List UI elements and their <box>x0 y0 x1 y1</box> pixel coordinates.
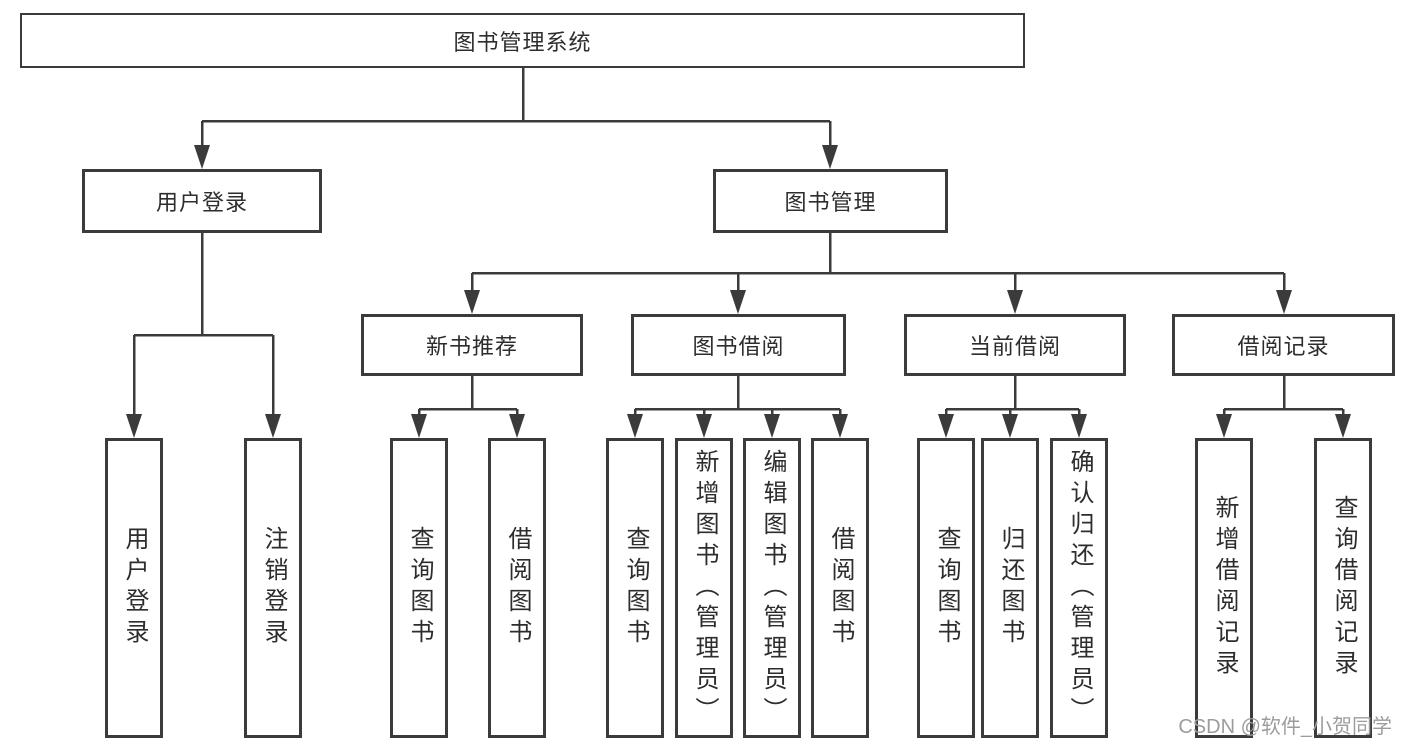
leaf-query-books: 查询图书 <box>606 438 664 738</box>
node-new-book-recommend: 新书推荐 <box>361 314 583 376</box>
leaf-edit-books-admin: 编辑图书（管理员） <box>743 438 801 738</box>
node-label: 图书借阅 <box>692 334 785 359</box>
node-label: 新书推荐 <box>425 334 518 359</box>
node-label: 查询图书 <box>406 526 433 650</box>
leaf-user-login: 用户登录 <box>105 438 163 738</box>
node-label: 新增借阅记录 <box>1211 495 1238 681</box>
leaf-borrow-books-recommend: 借阅图书 <box>488 438 546 738</box>
node-label: 借阅图书 <box>504 526 531 650</box>
node-current-borrowing: 当前借阅 <box>904 314 1126 376</box>
leaf-query-borrow-record: 查询借阅记录 <box>1314 438 1372 738</box>
csdn-watermark: CSDN @软件_小贺同学 <box>1178 716 1392 738</box>
leaf-query-books-recommend: 查询图书 <box>390 438 448 738</box>
node-label: 注销登录 <box>260 526 287 650</box>
node-label: 用户登录 <box>121 526 148 650</box>
leaf-add-borrow-record: 新增借阅记录 <box>1195 438 1253 738</box>
node-label: 当前借阅 <box>968 334 1061 359</box>
node-label: 借阅记录 <box>1237 334 1330 359</box>
node-label: 编辑图书（管理员） <box>759 448 786 728</box>
node-label: 查询图书 <box>622 526 649 650</box>
node-label: 确认归还（管理员） <box>1066 448 1093 728</box>
node-label: 用户登录 <box>155 190 248 215</box>
node-label: 归还图书 <box>997 526 1024 650</box>
node-label: 图书管理系统 <box>453 29 592 55</box>
leaf-query-books-current: 查询图书 <box>917 438 975 738</box>
node-label: 借阅图书 <box>827 526 854 650</box>
node-book-borrowing: 图书借阅 <box>631 314 846 376</box>
node-user-login: 用户登录 <box>82 169 322 233</box>
arrow-heads <box>126 145 1351 438</box>
leaf-confirm-return-admin: 确认归还（管理员） <box>1050 438 1108 738</box>
node-label: 图书管理 <box>784 190 877 215</box>
node-book-management: 图书管理 <box>713 169 948 233</box>
node-label: 新增图书（管理员） <box>691 448 718 728</box>
node-borrowing-records: 借阅记录 <box>1172 314 1395 376</box>
node-label: 查询图书 <box>933 526 960 650</box>
leaf-return-books: 归还图书 <box>981 438 1039 738</box>
leaf-add-books-admin: 新增图书（管理员） <box>675 438 733 738</box>
node-library-management-system: 图书管理系统 <box>20 13 1025 68</box>
leaf-logout: 注销登录 <box>244 438 302 738</box>
node-label: 查询借阅记录 <box>1330 495 1357 681</box>
leaf-borrow-books: 借阅图书 <box>811 438 869 738</box>
